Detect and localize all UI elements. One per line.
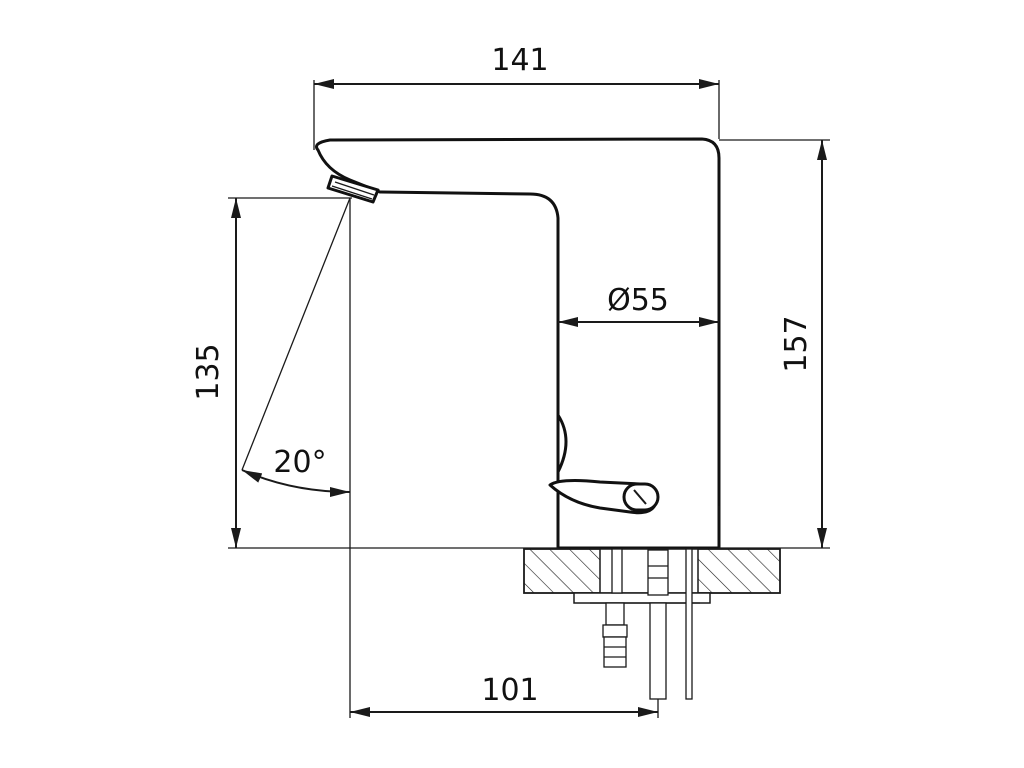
dim-label-angle: 20° bbox=[273, 445, 326, 480]
faucet-body bbox=[315, 137, 721, 550]
faucet-outline bbox=[315, 137, 721, 550]
sensor-window bbox=[556, 413, 568, 474]
dim-label-141: 141 bbox=[491, 43, 548, 78]
dim-label-diameter: Ø55 bbox=[607, 283, 669, 318]
dim-label-157: 157 bbox=[779, 315, 814, 372]
dim-label-135: 135 bbox=[191, 343, 226, 400]
deck-mounting bbox=[523, 548, 781, 700]
dim-arc-angle bbox=[241, 469, 351, 497]
dimension-labels: 141 157 135 Ø55 101 20° bbox=[191, 43, 814, 708]
dim-label-101: 101 bbox=[481, 673, 538, 708]
dimension-lines bbox=[228, 79, 830, 718]
aerator bbox=[326, 174, 380, 204]
